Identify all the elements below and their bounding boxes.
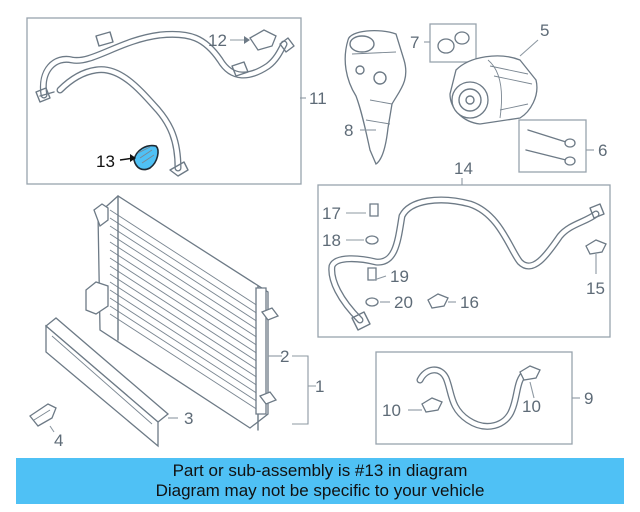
callout-9: 9	[584, 389, 593, 408]
callout-6: 6	[598, 141, 607, 160]
callout-15: 15	[586, 279, 605, 298]
callout-20: 20	[394, 293, 413, 312]
bracket-12-shape	[249, 29, 277, 51]
banner-line-1: Part or sub-assembly is #13 in diagram	[172, 461, 468, 480]
callout-18: 18	[322, 231, 341, 250]
callout-10-left: 10	[382, 401, 401, 420]
hose-assembly-group-11: 11 12 13	[26, 17, 327, 185]
callout-12: 12	[208, 31, 227, 50]
callout-13: 13	[96, 152, 115, 171]
bracket-4: 4	[29, 403, 63, 450]
seal-panel-3: 3	[44, 317, 193, 448]
banner-line-2: Diagram may not be specific to your vehi…	[155, 481, 485, 500]
callout-19: 19	[390, 267, 409, 286]
parts-diagram: 11 12 13 8 7 5 6	[26, 17, 611, 450]
callout-3: 3	[184, 409, 193, 428]
callout-16: 16	[460, 293, 479, 312]
info-banner: Part or sub-assembly is #13 in diagram D…	[16, 458, 624, 504]
clamp-13-highlighted	[133, 144, 159, 171]
compressor-5: 5	[449, 21, 549, 125]
callout-8: 8	[344, 121, 353, 140]
callout-4: 4	[54, 431, 63, 450]
callout-14: 14	[454, 159, 473, 178]
condenser-1: 2 1	[85, 195, 324, 431]
callout-1: 1	[315, 377, 324, 396]
callout-5: 5	[540, 21, 549, 40]
bolts-group-6: 6	[518, 119, 607, 173]
callout-2: 2	[280, 347, 289, 366]
callout-10-right: 10	[522, 397, 541, 416]
compressor-bracket-8: 8	[344, 29, 407, 165]
callout-17: 17	[322, 204, 341, 223]
pressure-line-group-14: 14 17 18 19 20 16 15	[317, 159, 611, 338]
caps-group-7: 7	[410, 23, 477, 63]
hose-group-9: 9 10 10	[375, 351, 593, 445]
callout-11: 11	[309, 89, 327, 108]
callout-7: 7	[410, 33, 419, 52]
